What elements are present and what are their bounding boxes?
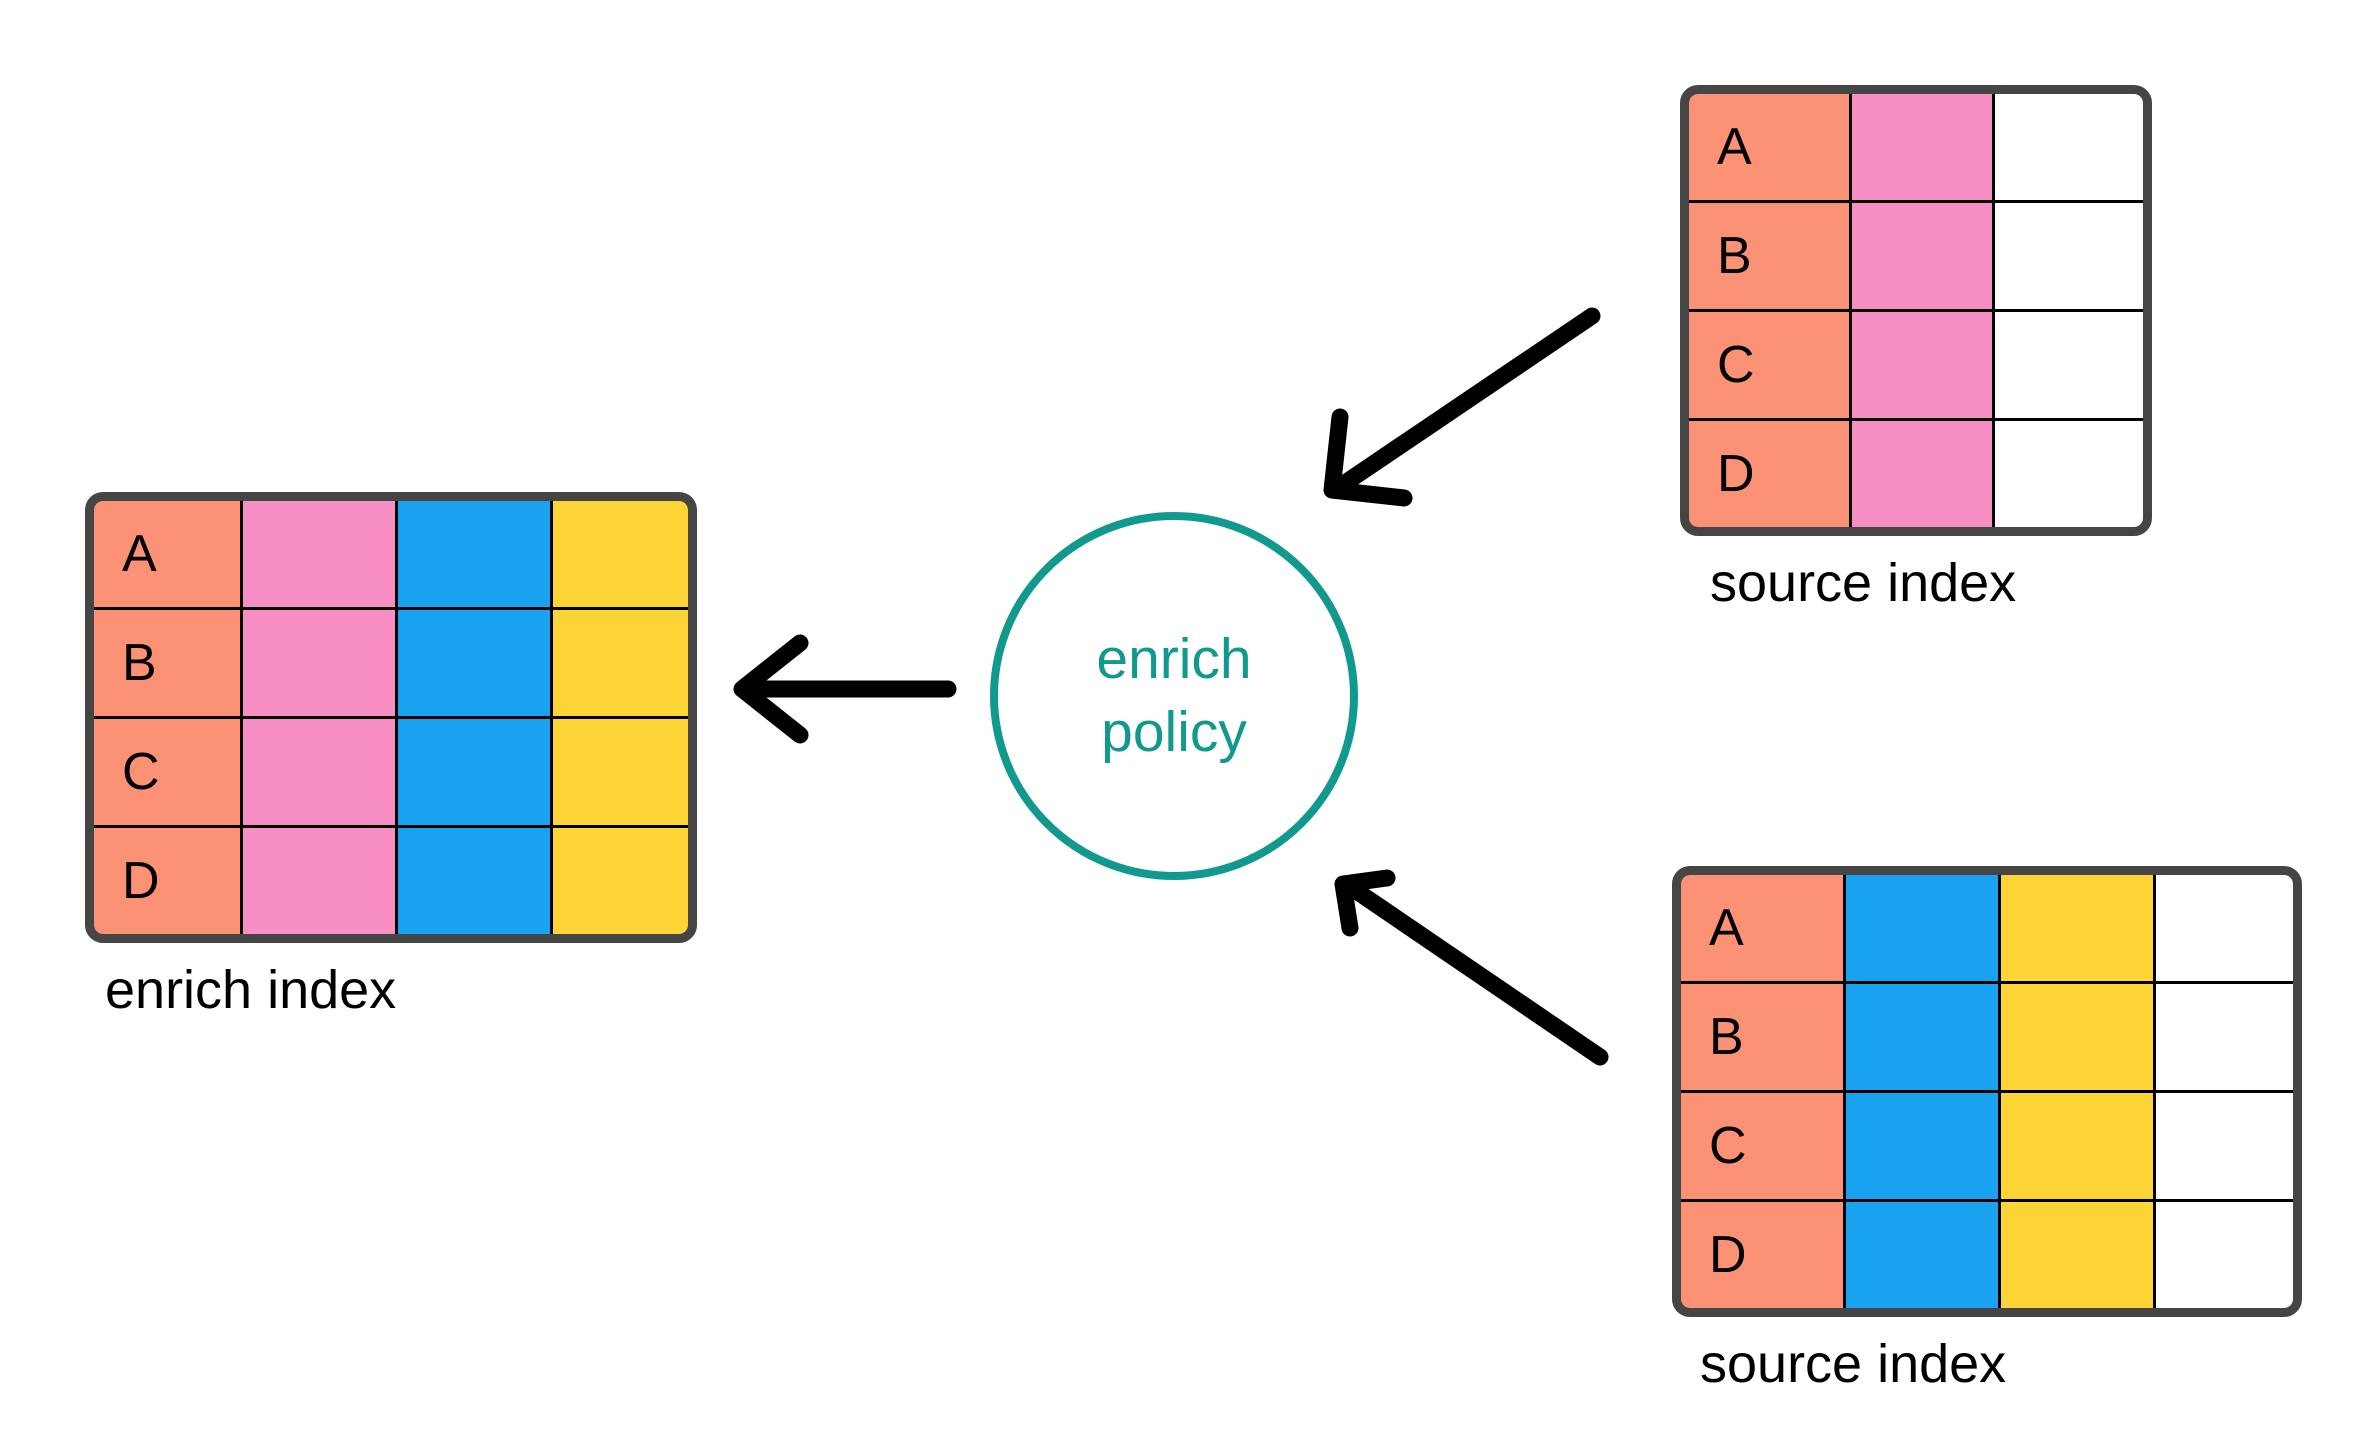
table-cell [553,610,688,716]
table-cell: A [1689,94,1849,200]
table-cell [1852,421,1992,527]
table-cell: A [94,501,240,607]
table-cell [398,828,550,934]
arrow-policy-to-enrich-index [733,634,957,744]
source-index-top-table: A B C D [1680,85,2152,536]
table-cell [243,719,395,825]
table-cell [2001,1093,2153,1199]
table-cell [398,501,550,607]
table-cell [243,828,395,934]
table-cell [1846,875,1998,981]
table-cell [553,719,688,825]
table-cell [2001,875,2153,981]
row-key-label: B [1717,227,1752,285]
table-cell [1852,312,1992,418]
table-cell [2156,1093,2293,1199]
row-key-label: C [1717,336,1755,394]
table-cell: C [1689,312,1849,418]
enrich-policy-label-line2: policy [1101,700,1247,764]
table-cell [1846,984,1998,1090]
source-index-bottom-table: A B C D [1672,866,2302,1317]
table-cell [2156,875,2293,981]
row-key-label: A [1717,118,1752,176]
table-cell: A [1681,875,1843,981]
table-cell: D [1689,421,1849,527]
table-cell [553,828,688,934]
row-key-label: D [1717,445,1755,503]
row-key-label: A [122,525,157,583]
source-index-top-caption: source index [1710,553,2017,613]
table-cell: C [1681,1093,1843,1199]
table-cell: B [1681,984,1843,1090]
table-cell: B [1689,203,1849,309]
table-cell [243,610,395,716]
source-index-bottom-caption: source index [1700,1334,2007,1394]
table-cell: B [94,610,240,716]
enrich-index-caption: enrich index [105,960,397,1020]
row-key-label: C [122,743,160,801]
table-cell [1995,421,2143,527]
table-cell [2001,984,2153,1090]
table-cell [1846,1093,1998,1199]
row-key-label: B [122,634,157,692]
table-cell [1995,312,2143,418]
source-index-bottom-block: A B C D source index [1672,866,2302,1394]
table-cell: C [94,719,240,825]
table-cell [2001,1202,2153,1308]
table-cell [553,501,688,607]
table-cell [2156,984,2293,1090]
table-cell: D [1681,1202,1843,1308]
table-cell [1852,94,1992,200]
arrow-source-bottom-to-policy [1334,869,1609,1066]
table-cell [243,501,395,607]
table-cell [1995,94,2143,200]
table-cell [398,719,550,825]
table-cell [1846,1202,1998,1308]
table-cell [1995,203,2143,309]
row-key-label: C [1709,1117,1747,1175]
enrich-index-table: A B C D [85,492,697,943]
row-key-label: A [1709,899,1744,957]
arrow-source-top-to-policy [1323,307,1601,507]
enrich-policy-node: enrich policy [990,512,1358,880]
table-cell [2156,1202,2293,1308]
table-cell [1852,203,1992,309]
row-key-label: D [1709,1226,1747,1284]
row-key-label: B [1709,1008,1744,1066]
table-cell: D [94,828,240,934]
table-cell [398,610,550,716]
enrich-policy-label-line1: enrich [1096,627,1252,692]
enrich-index-block: A B C D enrich index [85,492,697,1020]
source-index-top-block: A B C D source index [1680,85,2152,613]
row-key-label: D [122,852,160,910]
